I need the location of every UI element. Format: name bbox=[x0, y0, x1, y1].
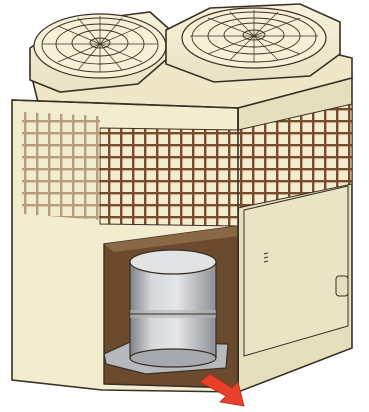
fan-right bbox=[166, 4, 340, 82]
service-port bbox=[336, 276, 348, 296]
